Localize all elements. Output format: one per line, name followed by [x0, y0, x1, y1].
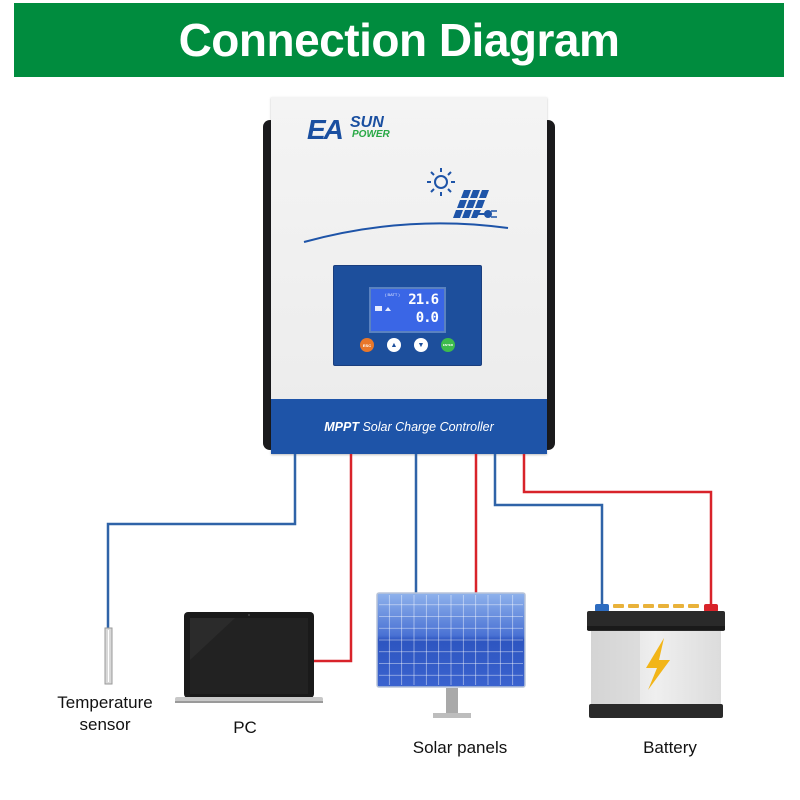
wire-pc	[310, 454, 353, 663]
solar-emblem-icon	[303, 168, 509, 243]
warning-indicator-icon	[385, 307, 391, 311]
temperature-sensor-label: Temperature sensor	[57, 693, 153, 734]
control-panel: ( BATT ) 21.6 0.0 ESC ▲ ▼ ENTER	[333, 265, 482, 366]
horizon-swoosh	[303, 222, 509, 243]
down-button[interactable]: ▼	[414, 338, 428, 352]
solar-panels-label: Solar panels	[412, 738, 508, 757]
esc-button[interactable]: ESC	[360, 338, 374, 352]
wire-temperature-sensor	[106, 454, 297, 628]
lcd-value-voltage: 21.6	[408, 292, 439, 308]
up-button[interactable]: ▲	[387, 338, 401, 352]
charge-controller: EA SUN POWER	[271, 97, 547, 454]
lcd-status-label: ( BATT )	[385, 292, 400, 297]
lcd-value-current: 0.0	[415, 310, 439, 326]
laptop-icon	[175, 612, 323, 703]
page-title: Connection Diagram	[178, 14, 620, 66]
enter-button[interactable]: ENTER	[441, 338, 455, 352]
battery-indicator-icon	[375, 306, 382, 311]
temperature-sensor-icon	[104, 627, 113, 685]
wire-battery-positive	[522, 454, 713, 610]
solar-panel-icon	[453, 190, 489, 218]
brand-logo-power: POWER	[352, 129, 390, 140]
lcd-display: ( BATT ) 21.6 0.0	[369, 287, 446, 333]
device-label-band: MPPT Solar Charge Controller	[271, 399, 547, 454]
sun-icon	[427, 168, 455, 196]
plug-icon	[478, 210, 497, 218]
brand-logo-ea: EA	[307, 114, 344, 145]
title-banner: Connection Diagram	[14, 3, 784, 77]
pc-label: PC	[233, 718, 257, 737]
battery-label: Battery	[643, 738, 697, 757]
solar-panel-icon	[376, 592, 526, 718]
wire-battery-negative	[493, 454, 604, 610]
device-model-label: MPPT Solar Charge Controller	[324, 419, 494, 434]
battery-icon	[587, 604, 725, 718]
brand-logo-sun: SUN	[350, 114, 384, 131]
lightning-icon	[646, 638, 670, 690]
